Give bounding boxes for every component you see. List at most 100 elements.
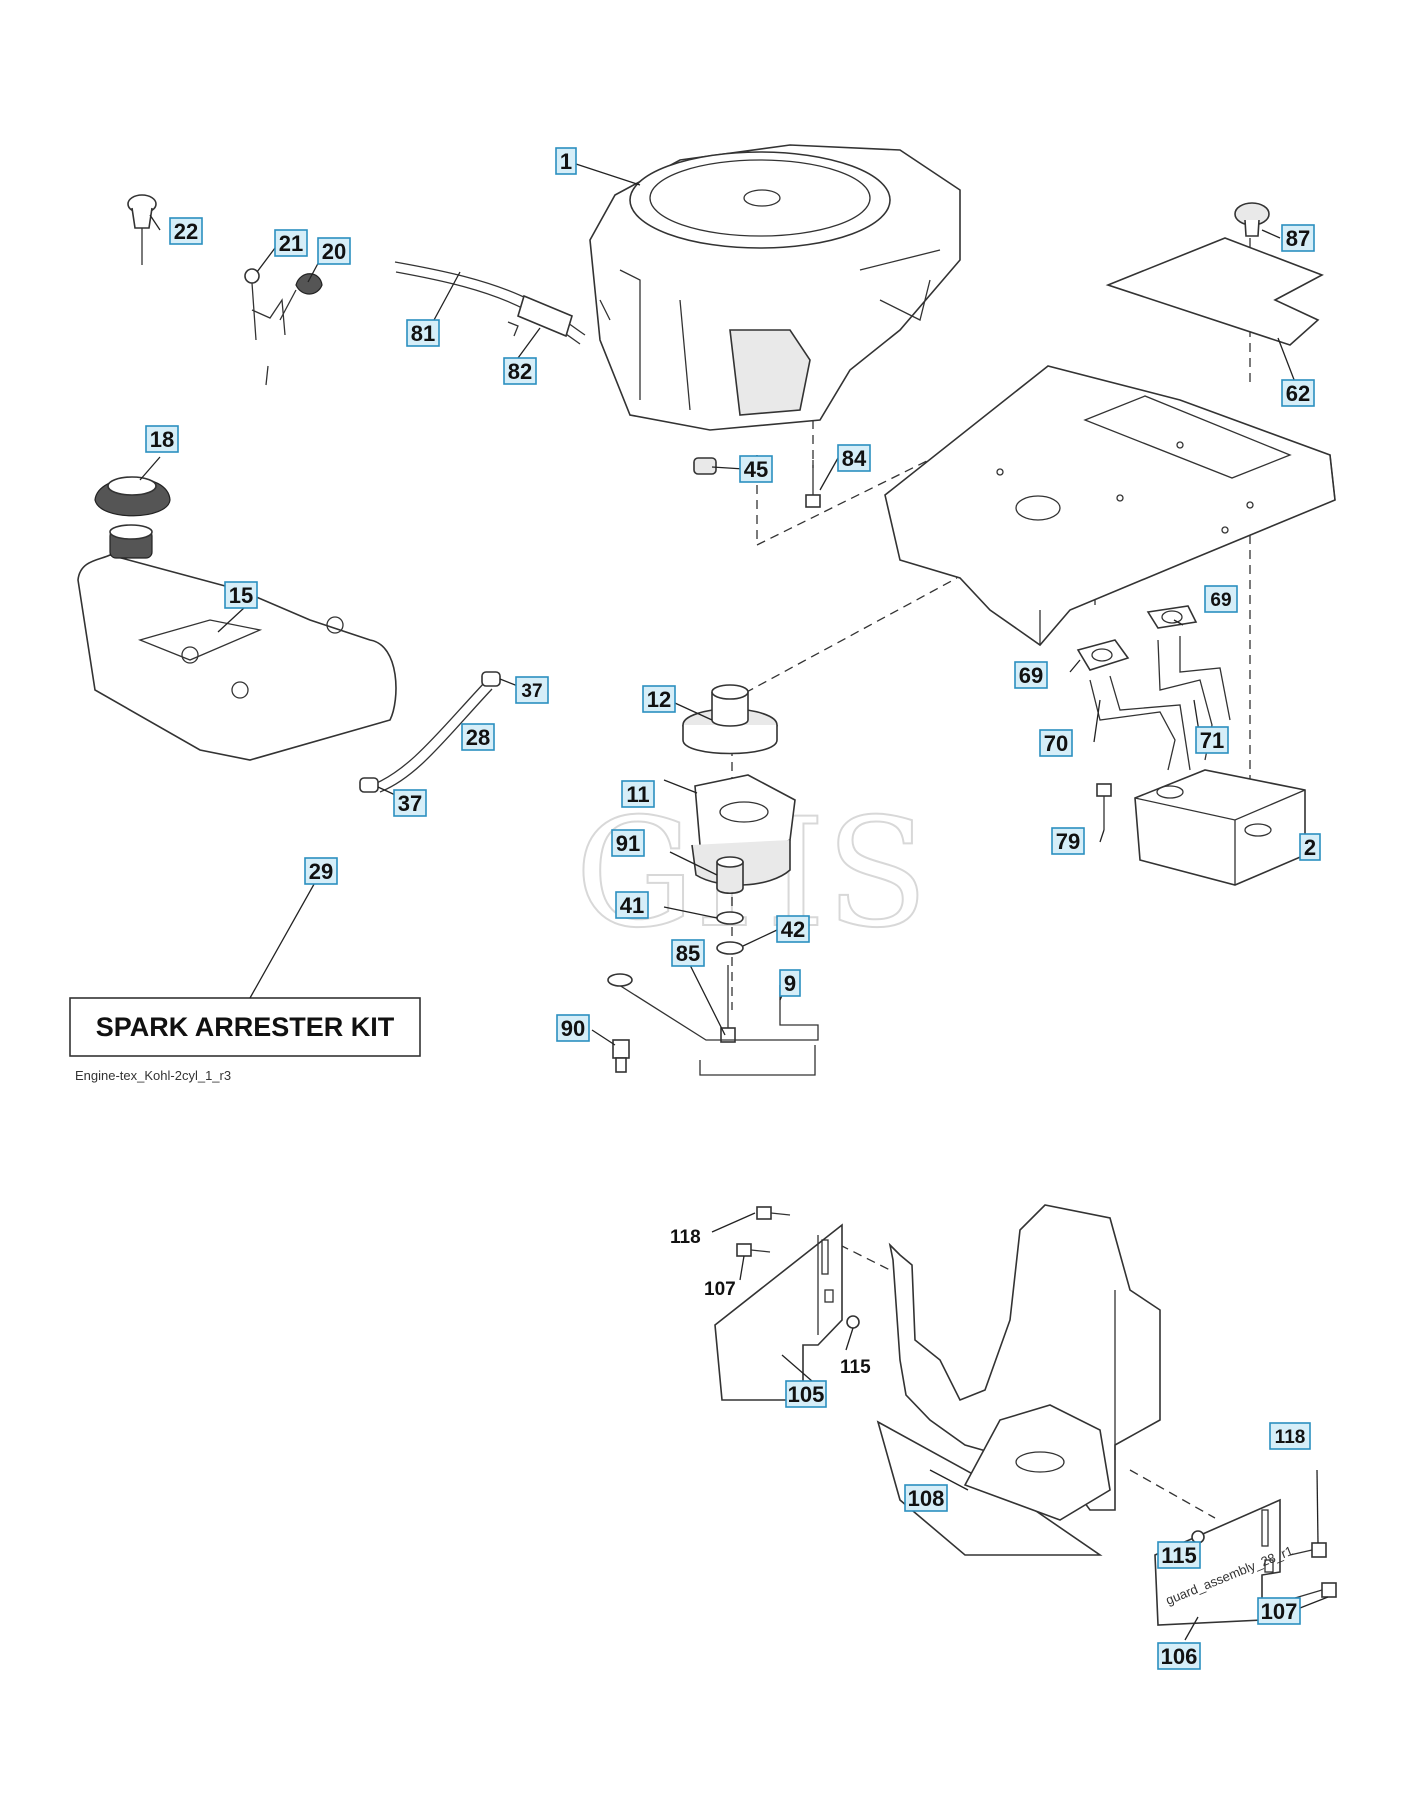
guard-bolts-right <box>1191 1530 1337 1599</box>
exhaust-assembly <box>1076 605 1231 771</box>
callout-18[interactable]: 18 <box>145 425 179 453</box>
callout-69-upper[interactable]: 69 <box>1204 585 1238 613</box>
label-107-left[interactable]: 107 <box>704 1279 736 1300</box>
fuel-cap <box>94 476 171 517</box>
svg-text:106: 106 <box>1161 1644 1198 1669</box>
label-115-left[interactable]: 115 <box>840 1357 871 1378</box>
callout-20[interactable]: 20 <box>317 237 351 265</box>
svg-text:12: 12 <box>647 687 671 712</box>
spacer-stack <box>716 856 744 1043</box>
pulley <box>682 684 778 755</box>
bolt-79 <box>1096 783 1112 830</box>
callout-45[interactable]: 45 <box>739 455 773 483</box>
callout-labels: 1 22 21 20 81 82 87 62 <box>145 147 1321 1670</box>
svg-text:1: 1 <box>560 149 572 174</box>
callout-107-right[interactable]: 107 <box>1257 1597 1301 1625</box>
svg-text:41: 41 <box>620 893 644 918</box>
svg-text:20: 20 <box>322 239 346 264</box>
spark-arrester-kit-label: SPARK ARRESTER KIT <box>96 1012 395 1042</box>
svg-text:29: 29 <box>309 859 333 884</box>
svg-text:85: 85 <box>676 941 700 966</box>
callout-62[interactable]: 62 <box>1281 379 1315 407</box>
muffler <box>1134 769 1306 886</box>
svg-text:45: 45 <box>744 457 768 482</box>
callout-82[interactable]: 82 <box>503 357 537 385</box>
svg-text:28: 28 <box>466 725 490 750</box>
svg-text:118: 118 <box>670 1227 701 1248</box>
callout-29[interactable]: 29 <box>304 857 338 885</box>
callout-70[interactable]: 70 <box>1039 729 1073 757</box>
deflector-chute <box>876 1204 1161 1556</box>
frame-plate <box>884 365 1336 647</box>
svg-text:2: 2 <box>1304 835 1316 860</box>
svg-text:9: 9 <box>784 971 796 996</box>
callout-42[interactable]: 42 <box>776 915 810 943</box>
svg-text:37: 37 <box>398 791 422 816</box>
svg-text:105: 105 <box>788 1382 825 1407</box>
callout-87[interactable]: 87 <box>1281 224 1315 252</box>
cover-plate <box>1105 202 1324 346</box>
svg-text:69: 69 <box>1210 590 1231 611</box>
svg-text:107: 107 <box>704 1279 736 1300</box>
fuel-hose <box>359 671 501 793</box>
callout-15[interactable]: 15 <box>224 581 258 609</box>
svg-text:82: 82 <box>508 359 532 384</box>
callout-115-right[interactable]: 115 <box>1157 1541 1201 1569</box>
svg-text:11: 11 <box>626 782 649 807</box>
callout-118-right[interactable]: 118 <box>1269 1422 1311 1450</box>
svg-text:118: 118 <box>1275 1427 1306 1448</box>
svg-text:62: 62 <box>1286 381 1310 406</box>
engine <box>589 144 961 431</box>
svg-text:81: 81 <box>411 321 435 346</box>
callout-84[interactable]: 84 <box>837 444 871 472</box>
callout-69-lower[interactable]: 69 <box>1014 661 1048 689</box>
svg-text:84: 84 <box>842 446 867 471</box>
left-guard-plate <box>714 1223 843 1401</box>
svg-text:21: 21 <box>279 231 303 256</box>
svg-text:69: 69 <box>1019 663 1043 688</box>
callout-81[interactable]: 81 <box>406 319 440 347</box>
callout-22[interactable]: 22 <box>169 217 203 245</box>
diagram-reference: Engine-tex_Kohl-2cyl_1_r3 <box>75 1068 231 1083</box>
callout-2[interactable]: 2 <box>1299 833 1321 861</box>
spark-arrester-kit: SPARK ARRESTER KIT <box>69 997 421 1057</box>
svg-text:37: 37 <box>521 681 542 702</box>
callout-106[interactable]: 106 <box>1157 1642 1201 1670</box>
guard-bolts-left <box>736 1206 860 1329</box>
svg-text:71: 71 <box>1200 728 1224 753</box>
label-118-left[interactable]: 118 <box>670 1227 701 1248</box>
svg-text:107: 107 <box>1261 1599 1298 1624</box>
fuel-filter <box>507 294 573 338</box>
svg-text:22: 22 <box>174 219 198 244</box>
clutch-bracket <box>607 973 819 1076</box>
callout-79[interactable]: 79 <box>1051 827 1085 855</box>
svg-text:115: 115 <box>1161 1543 1197 1568</box>
callout-1[interactable]: 1 <box>555 147 577 175</box>
svg-text:87: 87 <box>1286 226 1310 251</box>
svg-text:70: 70 <box>1044 731 1068 756</box>
callout-11[interactable]: 11 <box>621 780 655 808</box>
callout-9[interactable]: 9 <box>779 969 801 997</box>
callout-12[interactable]: 12 <box>642 685 676 713</box>
callout-105[interactable]: 105 <box>785 1380 827 1408</box>
callout-28[interactable]: 28 <box>461 723 495 751</box>
svg-text:108: 108 <box>908 1486 945 1511</box>
svg-text:115: 115 <box>840 1357 871 1378</box>
fuel-tank <box>77 524 397 761</box>
svg-text:18: 18 <box>150 427 174 452</box>
callout-91[interactable]: 91 <box>611 829 645 857</box>
callout-108[interactable]: 108 <box>904 1484 948 1512</box>
callout-41[interactable]: 41 <box>615 891 649 919</box>
engine-bolts <box>693 457 821 508</box>
callout-21[interactable]: 21 <box>274 229 308 257</box>
svg-text:15: 15 <box>229 583 253 608</box>
svg-text:79: 79 <box>1056 829 1080 854</box>
callout-37-upper[interactable]: 37 <box>515 676 549 704</box>
callout-85[interactable]: 85 <box>671 939 705 967</box>
callout-90[interactable]: 90 <box>556 1014 590 1042</box>
bolt-90 <box>612 1039 630 1073</box>
callout-71[interactable]: 71 <box>1195 726 1229 754</box>
callout-37-lower[interactable]: 37 <box>393 789 427 817</box>
throttle-bracket <box>244 268 323 386</box>
